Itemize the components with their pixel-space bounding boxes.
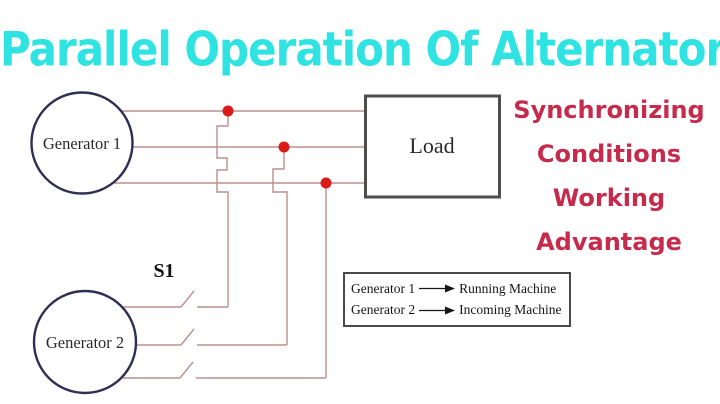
legend-row: Generator 1 Running Machine: [351, 281, 563, 297]
generator-1-label: Generator 1: [43, 134, 121, 153]
junction-dot-2: [278, 141, 290, 153]
legend-meaning-2: Incoming Machine: [459, 302, 562, 318]
junction-dot-3: [320, 177, 332, 189]
legend-source-2: Generator 2: [351, 302, 416, 318]
switch-blade-3: [179, 361, 194, 379]
legend-row: Generator 2 Incoming Machine: [351, 302, 563, 318]
generator-2-circle: [32, 289, 138, 395]
arrow-right-icon: [419, 284, 456, 293]
wire-tap-1: [216, 111, 229, 307]
topics-list: Synchronizing Conditions Working Advanta…: [503, 88, 715, 264]
legend-source-1: Generator 1: [351, 280, 416, 296]
topic-synchronizing: Synchronizing: [513, 96, 705, 124]
wire-tap-2: [272, 147, 288, 345]
generator-1-circle: [30, 91, 134, 195]
legend-box: Generator 1 Running Machine Generator 2 …: [343, 272, 571, 327]
switch-blade-1: [180, 290, 195, 308]
topic-advantage: Advantage: [536, 228, 682, 256]
legend-meaning-1: Running Machine: [459, 280, 557, 296]
junction-dot-1: [222, 105, 234, 117]
page-title: Parallel Operation Of Alternator: [0, 22, 720, 77]
topic-conditions: Conditions: [536, 140, 682, 168]
arrow-right-icon: [419, 306, 456, 315]
switch-s1-label: S1: [153, 260, 174, 282]
load-box: [364, 94, 501, 199]
switch-blade-2: [180, 328, 195, 346]
topic-working: Working: [552, 184, 666, 212]
generator-2-label: Generator 2: [46, 333, 124, 352]
load-label: Load: [409, 133, 454, 158]
